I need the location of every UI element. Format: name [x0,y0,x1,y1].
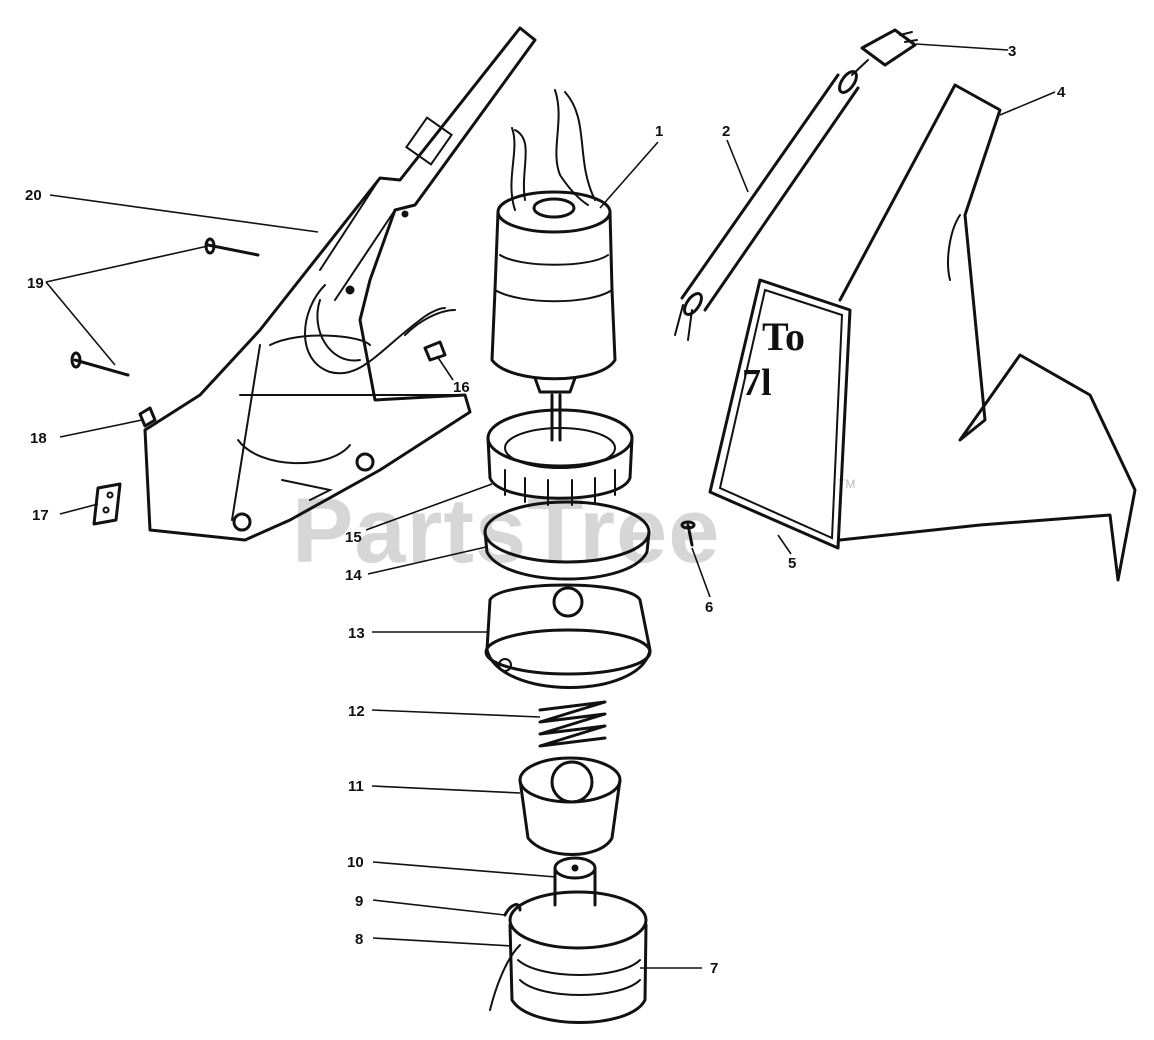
callout-1: 1 [655,123,663,140]
callout-5: 5 [788,555,796,572]
callout-6: 6 [705,599,713,616]
part-4-guard[interactable] [838,83,1137,582]
callout-3: 3 [1008,43,1016,60]
part-6-screw[interactable] [680,520,696,547]
part-13-spool-housing[interactable] [484,583,652,689]
callout-10: 10 [347,854,364,871]
part-15-nut[interactable] [486,408,634,506]
motor-shaft [550,393,562,442]
decal-line2: 7l [742,362,772,404]
callout-14: 14 [345,567,362,584]
part-19-screws[interactable] [70,237,260,377]
callout-11: 11 [348,778,364,795]
callout-9: 9 [355,893,363,910]
callout-15: 15 [345,529,362,546]
callout-2: 2 [722,123,730,140]
callout-8: 8 [355,931,363,948]
part-5-decal[interactable]: To 7l [708,278,852,550]
callout-4: 4 [1057,84,1066,101]
part-3-plug[interactable] [860,28,918,67]
callout-7: 7 [710,960,718,977]
leader-lines [45,43,1056,969]
callout-20: 20 [25,187,42,204]
callout-13: 13 [348,625,365,642]
decal-line1: To [762,314,805,359]
callout-18: 18 [30,430,47,447]
part-14-washer[interactable] [483,500,651,581]
part-18-screw[interactable] [138,406,157,428]
part-17-plate[interactable] [92,482,122,526]
part-12-spring[interactable] [538,700,607,748]
callout-12: 12 [348,703,365,720]
part-16-wire-nut[interactable] [423,340,447,362]
part-10-hub[interactable] [553,856,597,907]
part-1-motor[interactable] [490,89,617,394]
part-7-8-9-spool-base[interactable] [489,890,648,1024]
part-11-spool[interactable] [518,756,622,856]
callout-16: 16 [453,379,470,396]
callout-17: 17 [32,507,49,524]
part-2-cord-tube[interactable] [674,59,869,341]
callout-19: 19 [27,275,44,292]
part-20-housing-half[interactable] [143,26,537,542]
